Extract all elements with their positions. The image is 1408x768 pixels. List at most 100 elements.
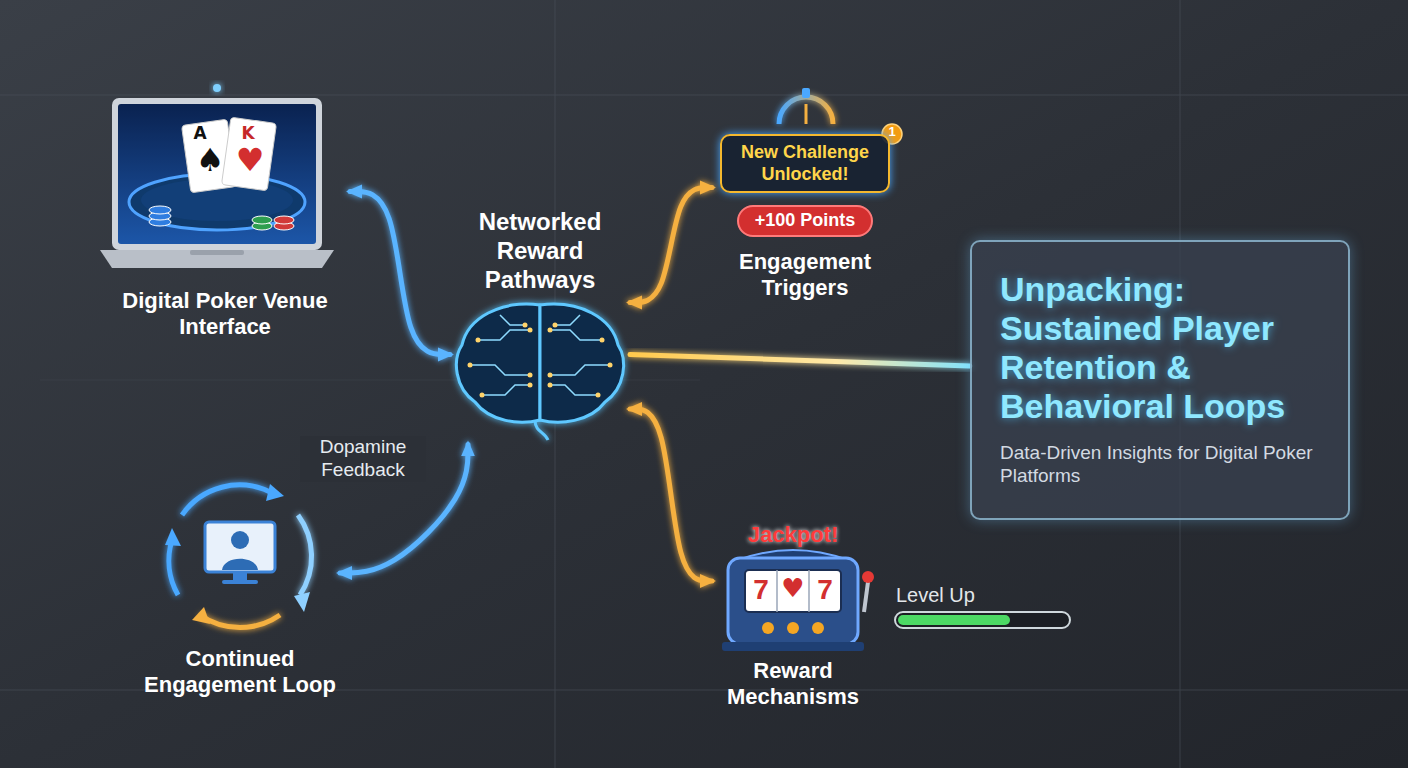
reel-symbol: ♥ (777, 574, 809, 604)
circuit-dot (468, 363, 473, 368)
reel-symbol: 7 (745, 574, 777, 606)
grid-lines (0, 95, 1408, 96)
laptop-illustration (100, 84, 334, 268)
loop-arrowheads (192, 607, 210, 624)
jackpot-text: Jackpot! (728, 522, 858, 547)
progress-bar (895, 612, 1070, 628)
slot-machine-illustration (762, 622, 774, 634)
circuit-dot (596, 393, 601, 398)
circuit-dot (528, 383, 533, 388)
slot-machine-illustration (722, 642, 864, 651)
laptop-illustration (213, 84, 221, 92)
card-suit: ♠ (192, 142, 228, 179)
brain-illustration (456, 304, 540, 422)
card-rank: A (190, 124, 210, 144)
timer-icon (779, 97, 833, 124)
slot-machine-illustration (864, 582, 868, 612)
node-text: +100 Points (755, 210, 856, 232)
loop-arrowheads (165, 484, 310, 624)
brain-illustration (535, 420, 548, 440)
circuit-dot (528, 373, 533, 378)
slot-machine-illustration (745, 570, 841, 612)
edge-label: Dopamine Feedback (300, 436, 426, 482)
brain-illustration (470, 365, 530, 375)
laptop-illustration (100, 250, 334, 268)
brain-illustration (500, 315, 525, 325)
slot-machine-illustration (862, 571, 874, 583)
loop-arrowheads (165, 528, 181, 546)
loop-node: Continued Engagement Loop (140, 470, 340, 699)
playing-card (221, 117, 276, 191)
brain-illustration (482, 385, 530, 395)
badge-number: 1 (882, 125, 902, 140)
level-label: Level Up (896, 584, 986, 607)
monitor-person (205, 522, 275, 572)
circuit-dot (608, 363, 613, 368)
node-text: New Challenge Unlocked! (732, 142, 878, 185)
connector-arrow (630, 409, 712, 581)
circuit-dot (553, 323, 558, 328)
circuit-dot (548, 328, 553, 333)
monitor-person (233, 572, 247, 580)
brain-illustration (555, 315, 580, 325)
chip-stack (252, 216, 272, 224)
loop-illustration (169, 540, 178, 595)
monitor-person (222, 559, 258, 570)
circuit-dot (548, 383, 553, 388)
node-text: Networked Reward Pathways (450, 208, 630, 294)
connector-arrow (630, 187, 712, 302)
reel-symbol: 7 (809, 574, 841, 606)
loop-illustration (298, 515, 312, 595)
node-text: Digital Poker Venue Interface (100, 288, 350, 341)
slot-machine-illustration (808, 570, 810, 612)
slot-machine-illustration (728, 558, 858, 644)
laptop-illustration (190, 250, 244, 255)
timer-icon (779, 88, 833, 124)
slot-machine-illustration (787, 622, 799, 634)
connector-arrow (350, 192, 450, 355)
slot-machine-illustration (722, 550, 874, 651)
laptop-illustration (112, 98, 322, 250)
circuit-dot (480, 393, 485, 398)
monitor-person (231, 531, 249, 549)
loop-illustration (200, 615, 280, 628)
chip-stack (149, 206, 171, 214)
circuit-dot (548, 373, 553, 378)
points-pill: +100 Points (737, 205, 874, 237)
circuit-dot (600, 338, 605, 343)
hub-node: Networked Reward Pathways (450, 208, 630, 444)
node-text: Unpacking: Sustained Player Retention & … (1000, 270, 1324, 426)
brain-illustration (550, 365, 610, 375)
loop-arrowheads (266, 484, 284, 501)
timer-icon (805, 104, 808, 124)
summary-panel: Unpacking: Sustained Player Retention & … (970, 240, 1350, 520)
circuit-dot (476, 338, 481, 343)
interface-node: Digital Poker Venue Interface (100, 92, 350, 341)
brain-illustration (468, 323, 613, 398)
brain-illustration (539, 305, 541, 420)
challenge-bubble: New Challenge Unlocked! (720, 134, 890, 193)
loop-arrowheads (294, 592, 310, 612)
circuit-dot (528, 328, 533, 333)
brain-illustration (540, 304, 624, 422)
brain-illustration (470, 315, 610, 395)
node-text: Data-Driven Insights for Digital Poker P… (1000, 442, 1324, 488)
node-text: Reward Mechanisms (712, 658, 874, 711)
brain-illustration (550, 330, 602, 340)
slot-machine-illustration (812, 622, 824, 634)
chip-stack (149, 206, 294, 230)
slot-machine-illustration (776, 570, 778, 612)
timer-icon (802, 88, 810, 98)
brain-illustration (478, 330, 530, 340)
monitor-person (205, 522, 275, 584)
node-text: Engagement Triggers (712, 249, 898, 302)
laptop-illustration (118, 104, 316, 244)
monitor-person (222, 580, 258, 584)
card-suit: ♥ (232, 142, 268, 179)
connector-arrow (630, 355, 970, 366)
progress-bar (898, 615, 1010, 625)
loop-illustration (169, 485, 312, 628)
